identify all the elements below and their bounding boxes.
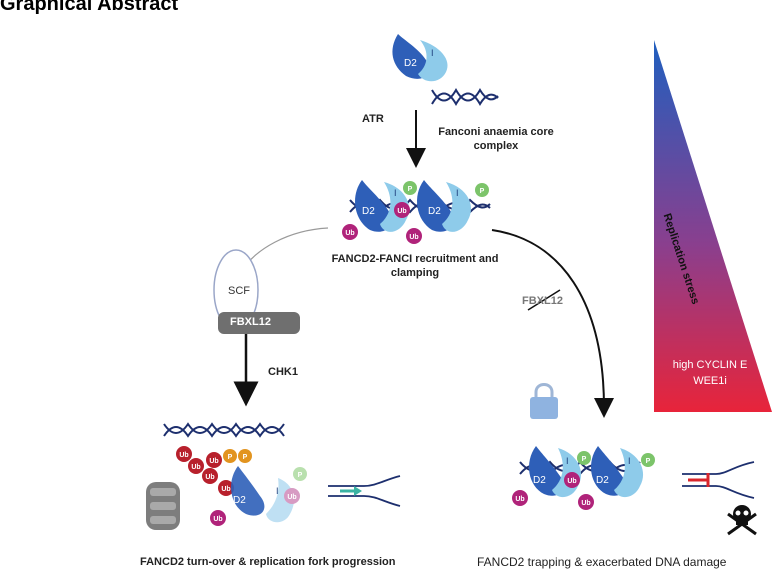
d2-label: D2 (533, 475, 546, 486)
p-label: P (582, 456, 587, 463)
dna-helix-top (431, 87, 499, 107)
d2-label: D2 (596, 475, 609, 486)
ub-label: Ub (287, 494, 296, 501)
fancd2-fanci-dimer-top: D2 I (392, 34, 448, 82)
i-label: I (276, 486, 279, 496)
lock-icon (530, 383, 558, 419)
p-label: P (243, 454, 248, 461)
replication-fork-left (328, 475, 401, 507)
p-label: P (408, 186, 413, 193)
right-outcome-label: FANCD2 trapping & exacerbated DNA damage (477, 555, 727, 569)
ub-label: Ub (567, 478, 576, 485)
replication-stress-gradient (654, 40, 772, 412)
i-label: I (566, 456, 569, 466)
right-branch-arrow (491, 229, 614, 418)
scf-label: SCF (228, 285, 250, 297)
ub-label: Ub (205, 474, 214, 481)
ub-label: Ub (213, 516, 222, 523)
i-label: I (431, 48, 434, 58)
ub-label: Ub (221, 486, 230, 493)
fbxl12-box (218, 312, 300, 334)
clamped-complex-middle: D2 D2 I I Ub Ub Ub P P (342, 180, 491, 244)
p-label: P (480, 188, 485, 195)
page-title: Graphical Abstract (0, 0, 179, 15)
ub-label: Ub (191, 464, 200, 471)
trapped-complex: D2 D2 I I Ub Ub Ub P P (512, 446, 655, 510)
ub-label: Ub (179, 452, 188, 459)
nucleosome-icon (146, 482, 180, 530)
d2-label: D2 (233, 495, 246, 506)
p-label: P (298, 472, 303, 479)
core-complex-label: Fanconi anaemia core complex (438, 126, 554, 152)
fbxl12-crossed-label: FBXL12 (522, 295, 563, 307)
atr-label: ATR (362, 113, 384, 125)
i-label: I (456, 188, 459, 198)
chk1-label: CHK1 (268, 366, 298, 378)
fbxl12-label: FBXL12 (230, 316, 271, 328)
high-cyclin-e-label: high CYCLIN E (672, 359, 748, 371)
recruitment-label: FANCD2-FANCI recruitment and clamping (331, 253, 499, 279)
d2-label: D2 (428, 206, 441, 217)
ubiquitin-chain: Ub Ub Ub Ub Ub P P (176, 446, 252, 496)
ub-label: Ub (209, 458, 218, 465)
d2-label: D2 (404, 58, 417, 69)
left-outcome-label: FANCD2 turn-over & replication fork prog… (140, 556, 396, 568)
wee1i-label: WEE1i (693, 375, 727, 387)
ub-label: Ub (515, 496, 524, 503)
p-label: P (646, 458, 651, 465)
ub-label: Ub (581, 500, 590, 507)
dna-helix-bottom-left (163, 422, 285, 438)
fancd2-released: D2 Ub I P Ub (210, 466, 307, 526)
i-label: I (628, 456, 631, 466)
ub-label: Ub (345, 230, 354, 237)
skull-crossbones-icon (727, 505, 757, 536)
replication-fork-right (682, 461, 755, 499)
ub-label: Ub (409, 234, 418, 241)
p-label: P (228, 454, 233, 461)
i-label: I (394, 188, 397, 198)
d2-label: D2 (362, 206, 375, 217)
fbxl12-strike (527, 289, 561, 311)
ub-label: Ub (397, 208, 406, 215)
